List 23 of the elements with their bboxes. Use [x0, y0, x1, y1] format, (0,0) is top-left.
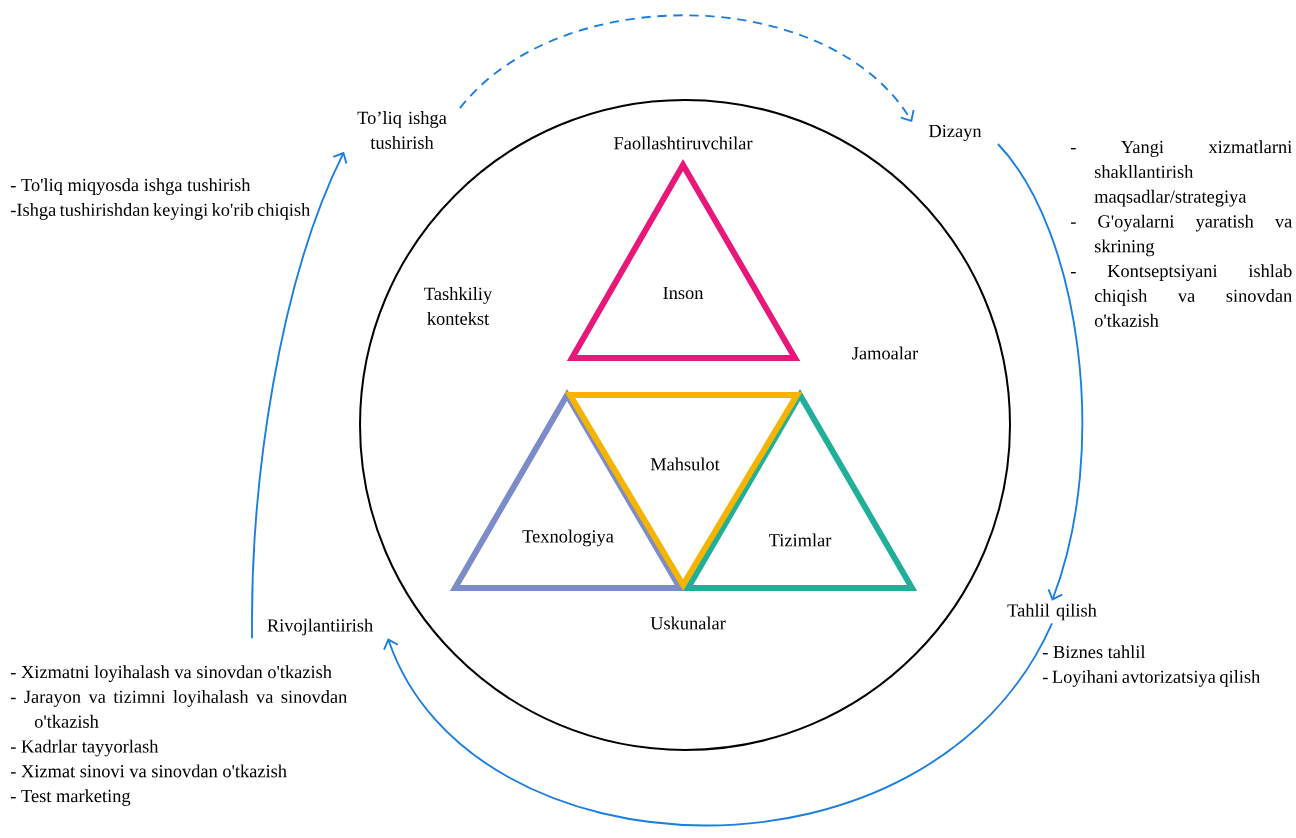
context-label: Tashkiliy kontekst: [424, 287, 493, 325]
cycle-arrow: [383, 622, 1053, 827]
bullet-item: - Xizmatni loyihalash va sinovdan o'tkazish: [10, 665, 332, 682]
stage-label: Dizayn: [928, 124, 982, 142]
cycle-arrow: [459, 14, 915, 122]
bullet-item: - Jarayon va tizimni loyihalash va sinovdan o'tkazish: [10, 690, 348, 728]
stage-label: Rivojlantiirish: [267, 618, 373, 636]
bullet-item: - Loyihani avtorizatsiya qilish: [1042, 670, 1261, 687]
cycle-arrow: [251, 151, 348, 640]
bullet-item: - To'liq miqyosda ishga tushirish: [10, 178, 251, 195]
bullet-item: - Test marketing: [10, 789, 131, 806]
context-label: Uskunalar: [650, 616, 726, 630]
bullet-item: - Kontseptsiyani ishlab chiqish va sinovdan o'tkazish: [1070, 264, 1292, 327]
stage-label: To’liq ishga tushirish: [357, 111, 447, 149]
context-label: Jamoalar: [852, 346, 919, 360]
bullet-item: - G'oyalarni yaratish va skrining: [1070, 214, 1293, 257]
bullet-item: - Kadrlar tayyorlash: [10, 739, 159, 757]
stage-label: Tahlil qilish: [1007, 603, 1097, 621]
bullet-item: - Xizmat sinovi va sinovdan o'tkazish: [10, 764, 287, 778]
cycle-arrow: [997, 143, 1084, 601]
bullet-item: - Biznes tahlil: [1042, 645, 1146, 659]
bullet-item: - Yangi xizmatlarni shakllantirish maqsadlar/strategiya: [1070, 140, 1292, 207]
bullet-item: -Ishga tushirishdan keyingi ko'rib chiqish: [10, 203, 311, 220]
